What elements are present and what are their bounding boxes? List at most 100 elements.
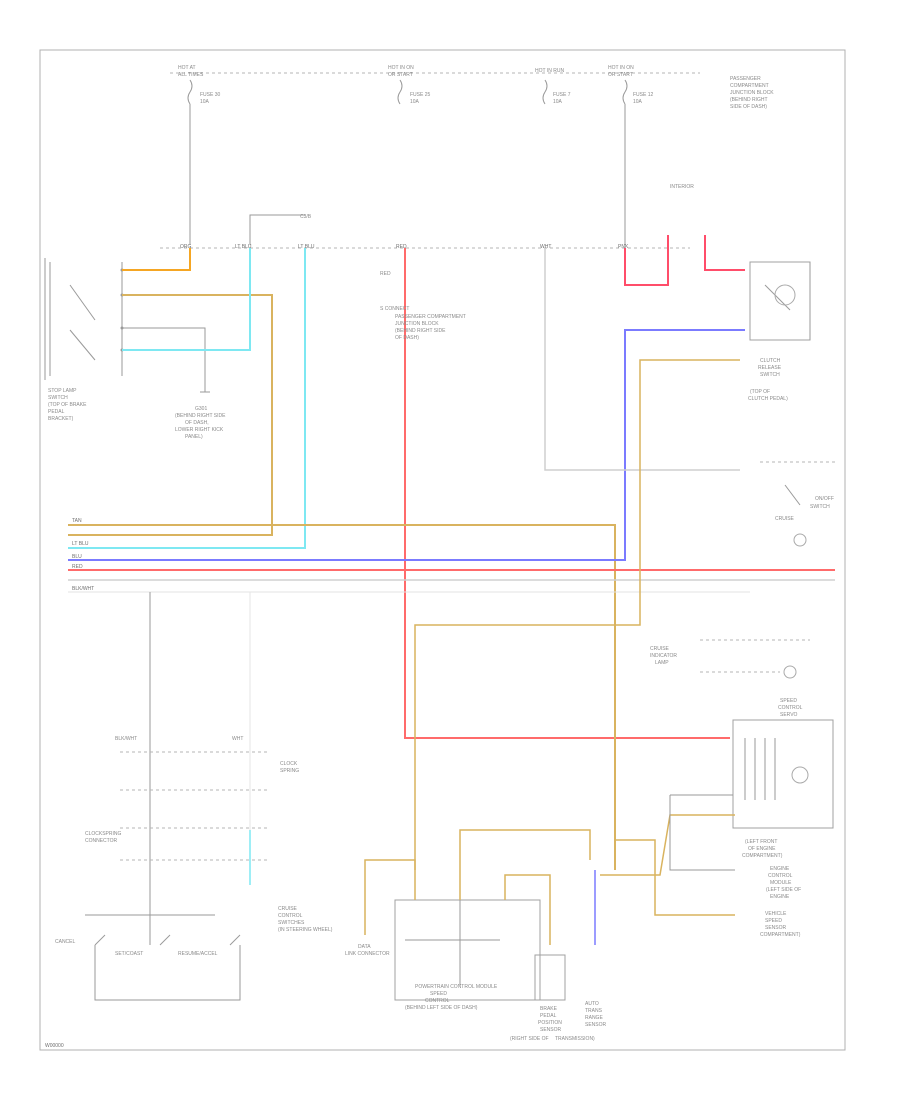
fuse-2-label: FUSE 25: [410, 92, 431, 98]
stop-lamp-switch: [44, 258, 124, 380]
switch-1: [94, 934, 106, 946]
steering-sw-label-4: CRUISE: [278, 906, 298, 912]
wire-tan-servo: [600, 814, 735, 876]
wire-tan-bus: [68, 524, 616, 870]
cruise-on-off-switch: [760, 461, 835, 547]
bottom-pcm-label-2: SPEED: [430, 991, 447, 997]
bus-label-ltblu: LT BLU: [72, 541, 89, 547]
pdc-label-2: COMPARTMENT: [730, 83, 769, 89]
mid-splice-label-2: PASSENGER COMPARTMENT: [395, 314, 466, 320]
wire-orange: [122, 248, 191, 271]
mid-splice-label-1: S CONNECT: [380, 306, 409, 312]
fuse-3b-label: 10A: [553, 99, 563, 105]
fuse-symbols: [187, 79, 628, 105]
pdc-label-1: PASSENGER: [730, 76, 761, 82]
ecm-label-4: (LEFT SIDE OF: [766, 887, 801, 893]
mid-splice-label-3: JUNCTION BLOCK: [395, 321, 439, 327]
bottom-label-3b: TRANS: [585, 1008, 603, 1014]
indicator-label-3: LAMP: [655, 660, 669, 666]
connector-top-label: C3/B: [300, 214, 312, 220]
indicator-label-2: INDICATOR: [650, 653, 677, 659]
top-fuse-2b-label: OR START: [388, 72, 413, 78]
wire-label-blkwht-lower: BLK/WHT: [115, 736, 137, 742]
stop-lamp-label-1: STOP LAMP: [48, 388, 77, 394]
clutch-label-4: (TOP OF: [750, 389, 770, 395]
stop-lamp-label-4: PEDAL: [48, 409, 65, 415]
cruise-sw-label-3: SWITCH: [810, 504, 830, 510]
fuse-4b-label: 10A: [633, 99, 643, 105]
stop-lamp-label-3: (TOP OF BRAKE: [48, 402, 87, 408]
cruise-sw-label-1: CRUISE: [775, 516, 795, 522]
servo-label-2: OF ENGINE: [748, 846, 776, 852]
clock-spring-label-1: CLOCK: [280, 761, 298, 767]
bottom-label-2: BRAKE: [540, 1006, 558, 1012]
fuse-4-label: FUSE 12: [633, 92, 654, 98]
center-note-label: INTERIOR: [670, 184, 694, 190]
pdc-label-3: JUNCTION BLOCK: [730, 90, 774, 96]
top-fuse-4b-label: OR START: [608, 72, 633, 78]
bus-label-blkwht: BLK/WHT: [72, 586, 94, 592]
bottom-pcm-label-4: (BEHIND LEFT SIDE OF DASH): [405, 1005, 478, 1011]
ecm-label-1: ENGINE: [770, 866, 790, 872]
wire-label-red-mid: RED: [380, 271, 391, 277]
pdc-label-4: (BEHIND RIGHT: [730, 97, 768, 103]
servo-label-3: COMPARTMENT): [742, 853, 783, 859]
powertrain-control-module: [394, 899, 566, 1001]
top-fuse-2-label: HOT IN ON: [388, 65, 414, 71]
wire-pink-2: [704, 235, 745, 271]
wire-tan-center: [414, 505, 641, 870]
wire-white-vertical: [544, 248, 740, 471]
bottom-caption-2: TRANSMISSION): [555, 1036, 595, 1042]
switch-ground-loop: [94, 945, 241, 1001]
indicator-lamp-icon: [783, 665, 797, 679]
vss-label-1: VEHICLE: [765, 911, 787, 917]
mid-splice-label-4: (BEHIND RIGHT SIDE: [395, 328, 446, 334]
diagram-frame: [39, 49, 846, 1051]
wire-tan-pcm-3: [504, 874, 551, 945]
clutch-label-5: CLUTCH PEDAL): [748, 396, 788, 402]
bottom-pcm-label-3: CONTROL: [425, 998, 450, 1004]
bottom-label-3: AUTO: [585, 1001, 599, 1007]
vss-label-2: SPEED: [765, 918, 782, 924]
vss-label-4: COMPARTMENT): [760, 932, 801, 938]
stop-lamp-label-5: BRACKET): [48, 416, 74, 422]
wire-label-ltblu-top2: LT BLU: [298, 244, 315, 250]
fuse-2b-label: 10A: [410, 99, 420, 105]
wire-label-red-top: RED: [396, 244, 407, 250]
switch-3: [229, 934, 241, 946]
steering-sw-label-3: RESUME/ACCEL: [178, 951, 218, 957]
ground-label-2: (BEHIND RIGHT SIDE: [175, 413, 226, 419]
bottom-label-2c: POSITION: [538, 1020, 562, 1026]
ecm-label-2: CONTROL: [768, 873, 793, 879]
top-fuse-4-label: HOT IN ON: [608, 65, 634, 71]
bottom-caption-1: (RIGHT SIDE OF: [510, 1036, 549, 1042]
vss-label-3: SENSOR: [765, 925, 787, 931]
servo-label-1: (LEFT FRONT: [745, 839, 777, 845]
wire-servo-dark-2: [669, 795, 735, 871]
wire-label-wht-top: WHT: [540, 244, 551, 250]
ground-label-5: PANEL): [185, 434, 203, 440]
wire-connector-lead: [249, 214, 305, 245]
switch-2: [159, 934, 171, 946]
bottom-label-2b: PEDAL: [540, 1013, 557, 1019]
clutch-release-switch: [749, 261, 811, 341]
bottom-label-2d: SENSOR: [540, 1027, 562, 1033]
footer-code: W00000: [45, 1043, 64, 1049]
wire-tan-right: [639, 359, 740, 505]
top-fuse-1b-label: ALL TIMES: [178, 72, 204, 78]
bottom-label-3c: RANGE: [585, 1015, 603, 1021]
wire-red-vertical: [404, 248, 730, 739]
ecm-label-3: MODULE: [770, 880, 792, 886]
speed-control-servo: [732, 719, 834, 829]
wire-label-wht-lower: WHT: [232, 736, 243, 742]
wire-tan-pcm-2: [459, 829, 591, 900]
top-fuse-3-label: HOT IN RUN: [535, 68, 564, 74]
cruise-sw-label-2: ON/OFF: [815, 496, 834, 502]
pdc-label-5: SIDE OF DASH): [730, 104, 767, 110]
conn-note-label-2: CONNECTOR: [85, 838, 118, 844]
clutch-label-2: RELEASE: [758, 365, 782, 371]
steering-sw-label-6: SWITCHES: [278, 920, 305, 926]
wire-tan-1: [68, 294, 273, 536]
bus-label-red: RED: [72, 564, 83, 570]
